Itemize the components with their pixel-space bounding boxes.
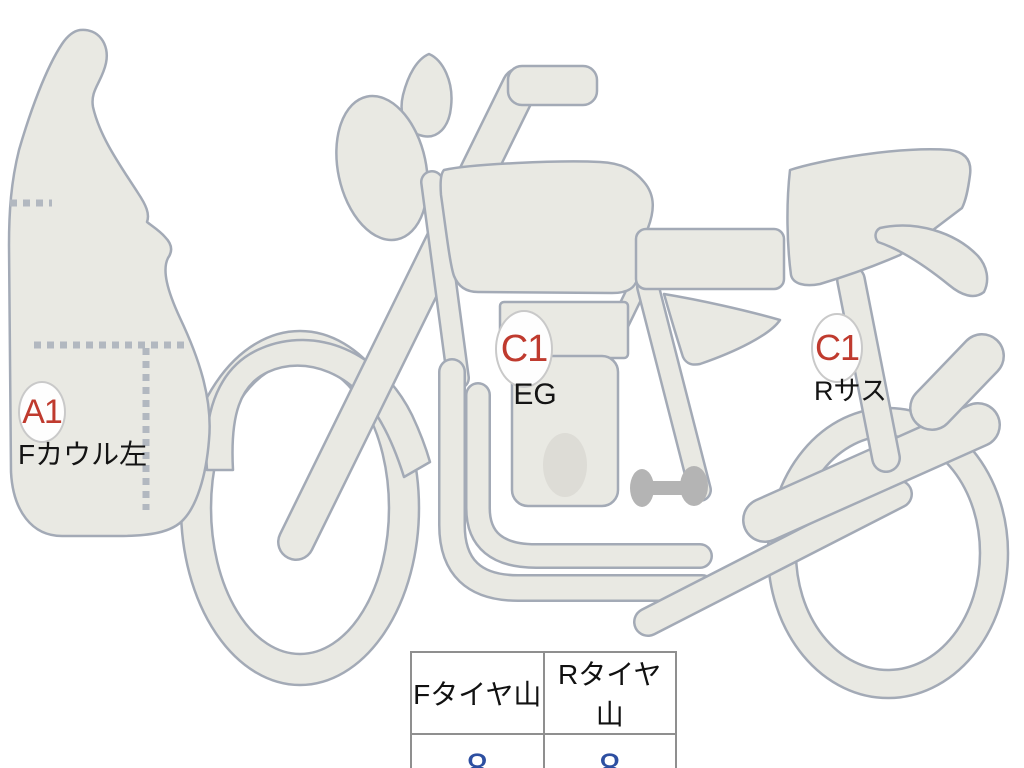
part-label-rear-suspension: Rサス xyxy=(814,376,887,406)
cowl-seam-dotted-lines xyxy=(10,199,190,510)
part-label-front-cowl: Fカウル左 xyxy=(18,439,148,470)
fuel-tank xyxy=(439,160,654,295)
kick-pedal xyxy=(630,466,708,507)
tail-cowl xyxy=(874,224,989,298)
side-cover xyxy=(662,292,782,366)
frame-rail xyxy=(634,227,786,291)
tire-tread-table: Fタイヤ山 Rタイヤ山 8 8 xyxy=(410,651,677,768)
grade-text: A1 xyxy=(22,393,63,431)
rear-tire-value: 8 xyxy=(542,733,677,768)
grade-badge-rear-suspension: C1 xyxy=(811,313,863,383)
grade-badge-front-cowl: A1 xyxy=(18,381,66,443)
exhaust-pipes xyxy=(438,358,716,602)
muffler xyxy=(742,402,1001,543)
mirror xyxy=(400,52,453,138)
front-tire-header: Fタイヤ山 xyxy=(410,651,545,735)
rear-fender xyxy=(909,333,1005,431)
grade-badge-engine: C1 xyxy=(495,310,553,388)
grade-text: C1 xyxy=(500,328,549,370)
tire-table-value-row: 8 8 xyxy=(410,733,677,768)
part-label-engine: EG xyxy=(513,378,557,411)
handlebar xyxy=(506,64,599,107)
frame-down-tube xyxy=(420,170,470,390)
headlight xyxy=(335,94,429,242)
front-fork xyxy=(277,67,539,561)
front-tire-value: 8 xyxy=(410,733,545,768)
rear-tire-header: Rタイヤ山 xyxy=(542,651,677,735)
grade-text: C1 xyxy=(814,327,860,368)
rear-shock xyxy=(836,265,901,473)
engine-block xyxy=(510,354,620,508)
tire-table-header-row: Fタイヤ山 Rタイヤ山 xyxy=(410,651,677,735)
swing-arm xyxy=(633,479,913,637)
